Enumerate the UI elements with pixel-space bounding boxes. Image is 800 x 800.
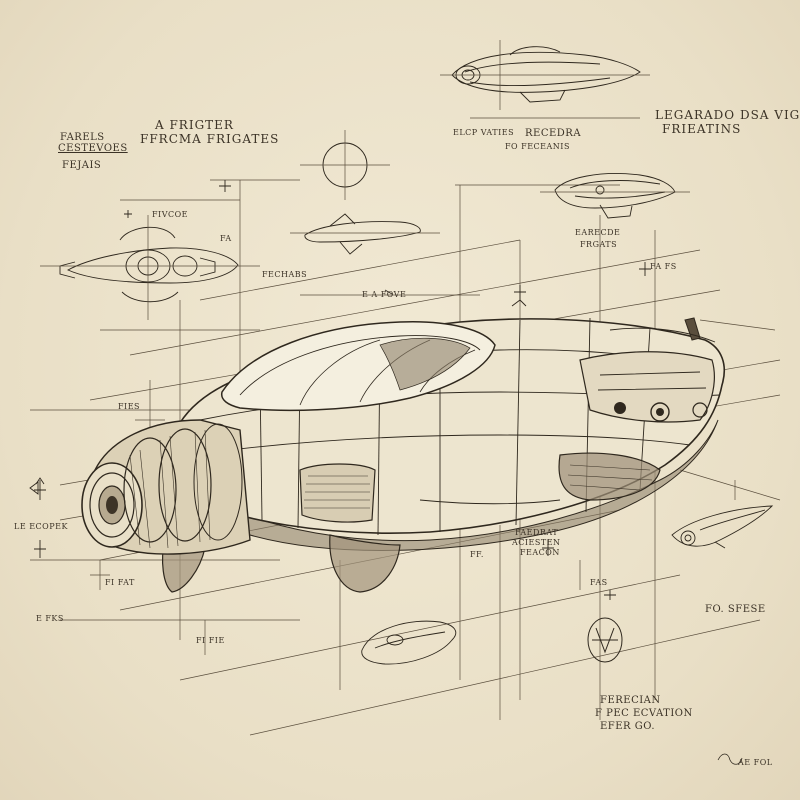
annotation-left-small-1: FIVCOE <box>152 210 189 219</box>
annotation-top-center-2: RECEDRA <box>525 128 582 139</box>
annotation-right-lower-1: FAS <box>590 578 608 587</box>
annotation-bottom-center-4: FF. <box>470 550 484 559</box>
annotation-right-mid-3: FA FS <box>650 262 677 271</box>
annotation-left-mid-1: FIES <box>118 402 141 411</box>
signature-text: AE FOL <box>738 758 773 767</box>
annotation-bottom-right-1: FERECIAN <box>600 695 661 706</box>
annotation-top-left-2: CESTEVOES <box>58 143 128 154</box>
annotation-bottom-center-1: FAEDRAT <box>515 528 559 537</box>
annotation-top-left-1: FARELS <box>60 132 105 143</box>
annotation-bottom-right-2: F PEC ECVATION <box>595 708 693 719</box>
frigate-sketch-bottom <box>361 620 457 665</box>
annotation-left-lower-1: FI FAT <box>105 578 135 587</box>
signature-mark <box>717 753 743 765</box>
frigate-sketch-left <box>40 215 260 320</box>
frigate-sketch-lower-right <box>671 505 774 549</box>
frigate-sketch-right <box>540 173 690 219</box>
annotation-right-mid-1: EARECDE <box>575 228 621 237</box>
title-left-line-1: A FRIGTER <box>155 118 234 132</box>
annotation-center-small: E A FOVE <box>362 290 407 299</box>
annotation-bottom-left: FI FIE <box>196 636 225 645</box>
annotation-right-mid-2: FRGATS <box>580 240 618 249</box>
rear-machinery <box>579 317 716 423</box>
frigate-sketch-center <box>290 130 440 255</box>
annotation-bottom-center-2: ACIESTEN <box>512 538 561 547</box>
side-intake <box>299 463 376 523</box>
annotation-left-lower-2: E FKS <box>36 614 64 623</box>
annotation-top-center-1: ELCP VATIES <box>453 128 515 137</box>
main-ship <box>81 317 726 593</box>
annotation-bottom-center-3: FEACON <box>520 548 560 557</box>
annotation-left-small-2: FA <box>220 234 232 243</box>
title-left-line-2: FFRCMA FRIGATES <box>140 132 280 146</box>
frigate-sketch-top <box>440 40 650 110</box>
front-engine <box>81 419 251 555</box>
annotation-left-small-3: FECHABS <box>262 270 308 279</box>
emblem-sketch <box>587 617 623 663</box>
annotation-left-mid-2: LE ECOPEK <box>14 522 68 531</box>
annotation-top-left-3: FEJAIS <box>62 160 102 171</box>
annotation-bottom-right-3: EFER GO. <box>600 721 656 732</box>
title-right-line-1: LEGARADO DSA VIGRS <box>655 108 800 122</box>
title-right-line-2: FRIEATINS <box>662 122 742 136</box>
hull-underside <box>169 419 719 551</box>
annotation-right-lower-2: FO. SFESE <box>705 604 766 615</box>
underside-pods <box>162 452 661 593</box>
dimension-ticks <box>29 180 651 600</box>
annotation-top-center-3: FO FECEANIS <box>505 142 570 151</box>
